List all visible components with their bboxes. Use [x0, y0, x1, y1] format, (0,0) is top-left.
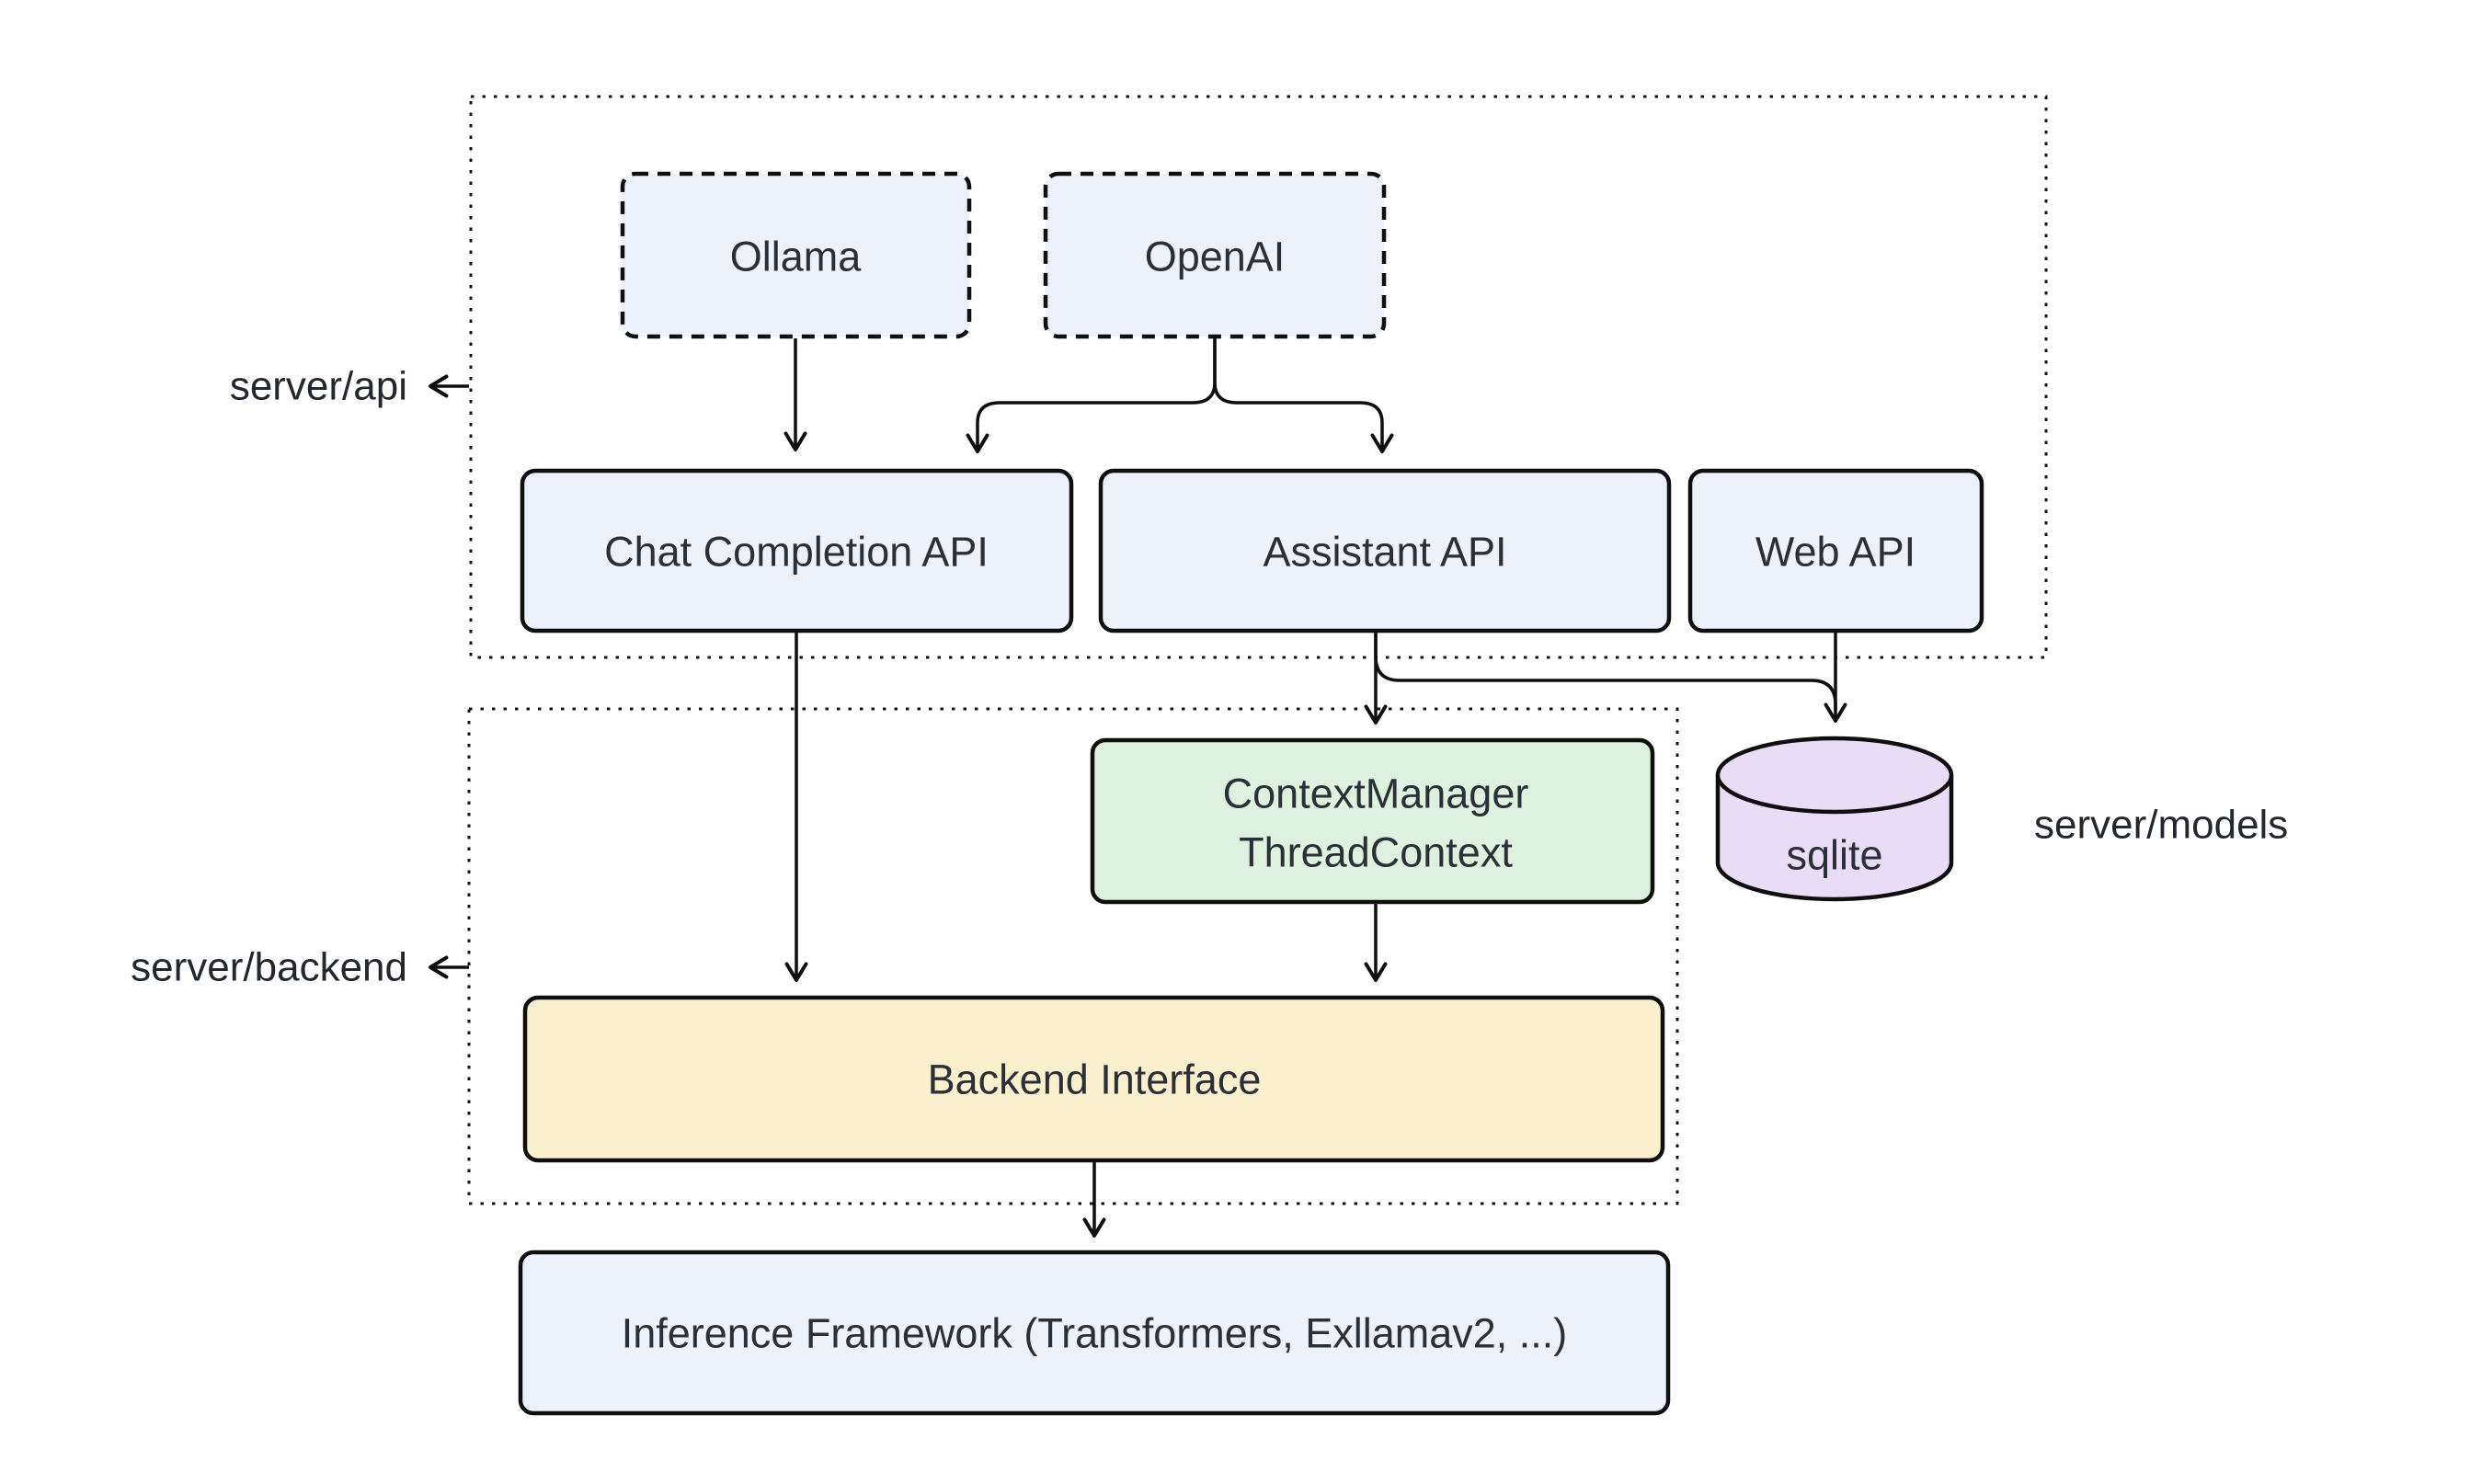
server-api-container [469, 95, 2048, 659]
node-context-manager: ContextManager ThreadContext [1090, 737, 1655, 905]
node-ollama: Ollama [620, 171, 972, 339]
node-assistant-api: Assistant API [1098, 468, 1672, 634]
assistant-api-box [1098, 468, 1672, 634]
ollama-box [620, 171, 972, 339]
edge-group [429, 338, 1847, 1238]
openai-box [1043, 171, 1387, 339]
openai-label: OpenAI [1145, 234, 1286, 280]
context-manager-label-line1: ContextManager [1223, 771, 1529, 817]
node-web-api: Web API [1687, 468, 1984, 634]
server-models-label: server/models [2034, 803, 2288, 848]
web-api-label: Web API [1755, 529, 1915, 576]
web-api-box [1687, 468, 1984, 634]
node-backend-interface: Backend Interface [522, 995, 1665, 1163]
backend-interface-box [522, 995, 1665, 1163]
edge-openai-to-assistant [1213, 338, 1394, 453]
sqlite-cylinder-top [1715, 736, 1954, 815]
sqlite-label: sqlite [1786, 832, 1882, 879]
server-api-label: server/api [230, 364, 407, 409]
context-manager-box [1090, 737, 1655, 905]
node-sqlite: sqlite [1715, 736, 1954, 902]
inference-framework-box [518, 1250, 1671, 1416]
node-inference-framework: Inference Framework (Transformers, Exlla… [518, 1250, 1671, 1416]
context-manager-label-line2: ThreadContext [1239, 829, 1513, 876]
server-backend-label: server/backend [131, 945, 407, 990]
node-chat-completion-api: Chat Completion API [520, 468, 1074, 634]
inference-framework-label: Inference Framework (Transformers, Exlla… [622, 1310, 1568, 1357]
chat-completion-api-label: Chat Completion API [604, 529, 989, 576]
backend-interface-label: Backend Interface [928, 1056, 1262, 1103]
assistant-api-label: Assistant API [1263, 529, 1506, 576]
edge-assistant-to-sqlite [1374, 633, 1837, 710]
node-openai: OpenAI [1043, 171, 1387, 339]
chat-completion-api-box [520, 468, 1074, 634]
ollama-label: Ollama [730, 234, 863, 280]
edge-openai-to-chat [966, 338, 1217, 453]
